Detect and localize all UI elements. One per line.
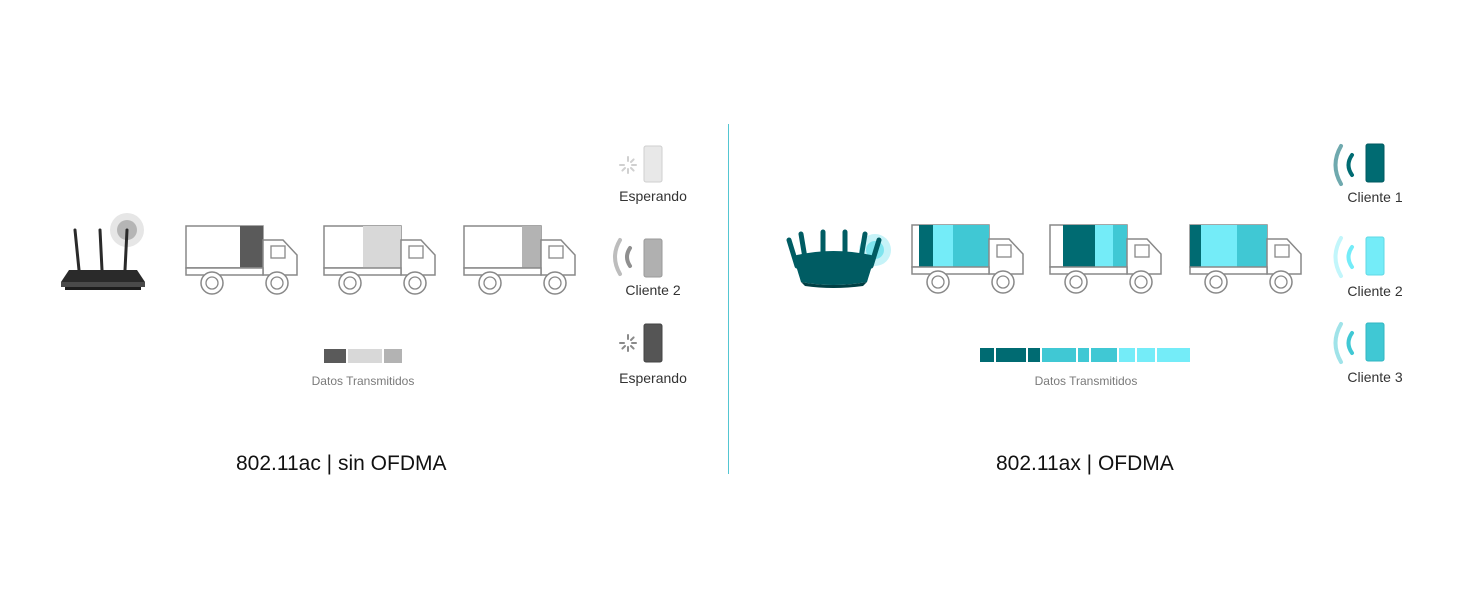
truck-icon <box>1049 224 1162 294</box>
section-title: 802.11ac | sin OFDMA <box>236 452 447 475</box>
phone-icon <box>1365 143 1385 183</box>
client-label: Cliente 2 <box>625 282 681 298</box>
router-icon <box>786 229 891 288</box>
phone-icon <box>643 145 663 183</box>
wifi-wave-icon <box>1333 236 1354 278</box>
loading-spinner-icon <box>619 334 637 352</box>
phone-icon <box>1365 322 1385 362</box>
wifi-wave-icon <box>613 238 632 276</box>
wifi-wave-icon <box>1333 144 1354 186</box>
phone-icon <box>1365 236 1385 276</box>
client-status-label: Esperando <box>619 188 687 204</box>
section-title: 802.11ax | OFDMA <box>996 452 1174 475</box>
phone-icon <box>643 238 663 278</box>
truck-icon <box>463 225 576 295</box>
truck-icon <box>185 225 298 295</box>
loading-spinner-icon <box>619 156 637 174</box>
truck-icon <box>911 224 1024 294</box>
data-transmitted-bar <box>980 348 1190 362</box>
truck-icon <box>323 225 436 295</box>
phone-icon <box>643 323 663 363</box>
data-transmitted-bar <box>324 349 402 363</box>
truck-icon <box>1189 224 1302 294</box>
router-icon <box>61 213 145 290</box>
client-status-label: Esperando <box>619 370 687 386</box>
wifi-wave-icon <box>1333 322 1354 364</box>
divider <box>728 124 729 474</box>
client-label: Cliente 3 <box>1347 369 1403 385</box>
client-label: Cliente 1 <box>1347 189 1403 205</box>
legend-label: Datos Transmitidos <box>311 374 415 388</box>
client-label: Cliente 2 <box>1347 283 1403 299</box>
legend-label: Datos Transmitidos <box>1034 374 1138 388</box>
